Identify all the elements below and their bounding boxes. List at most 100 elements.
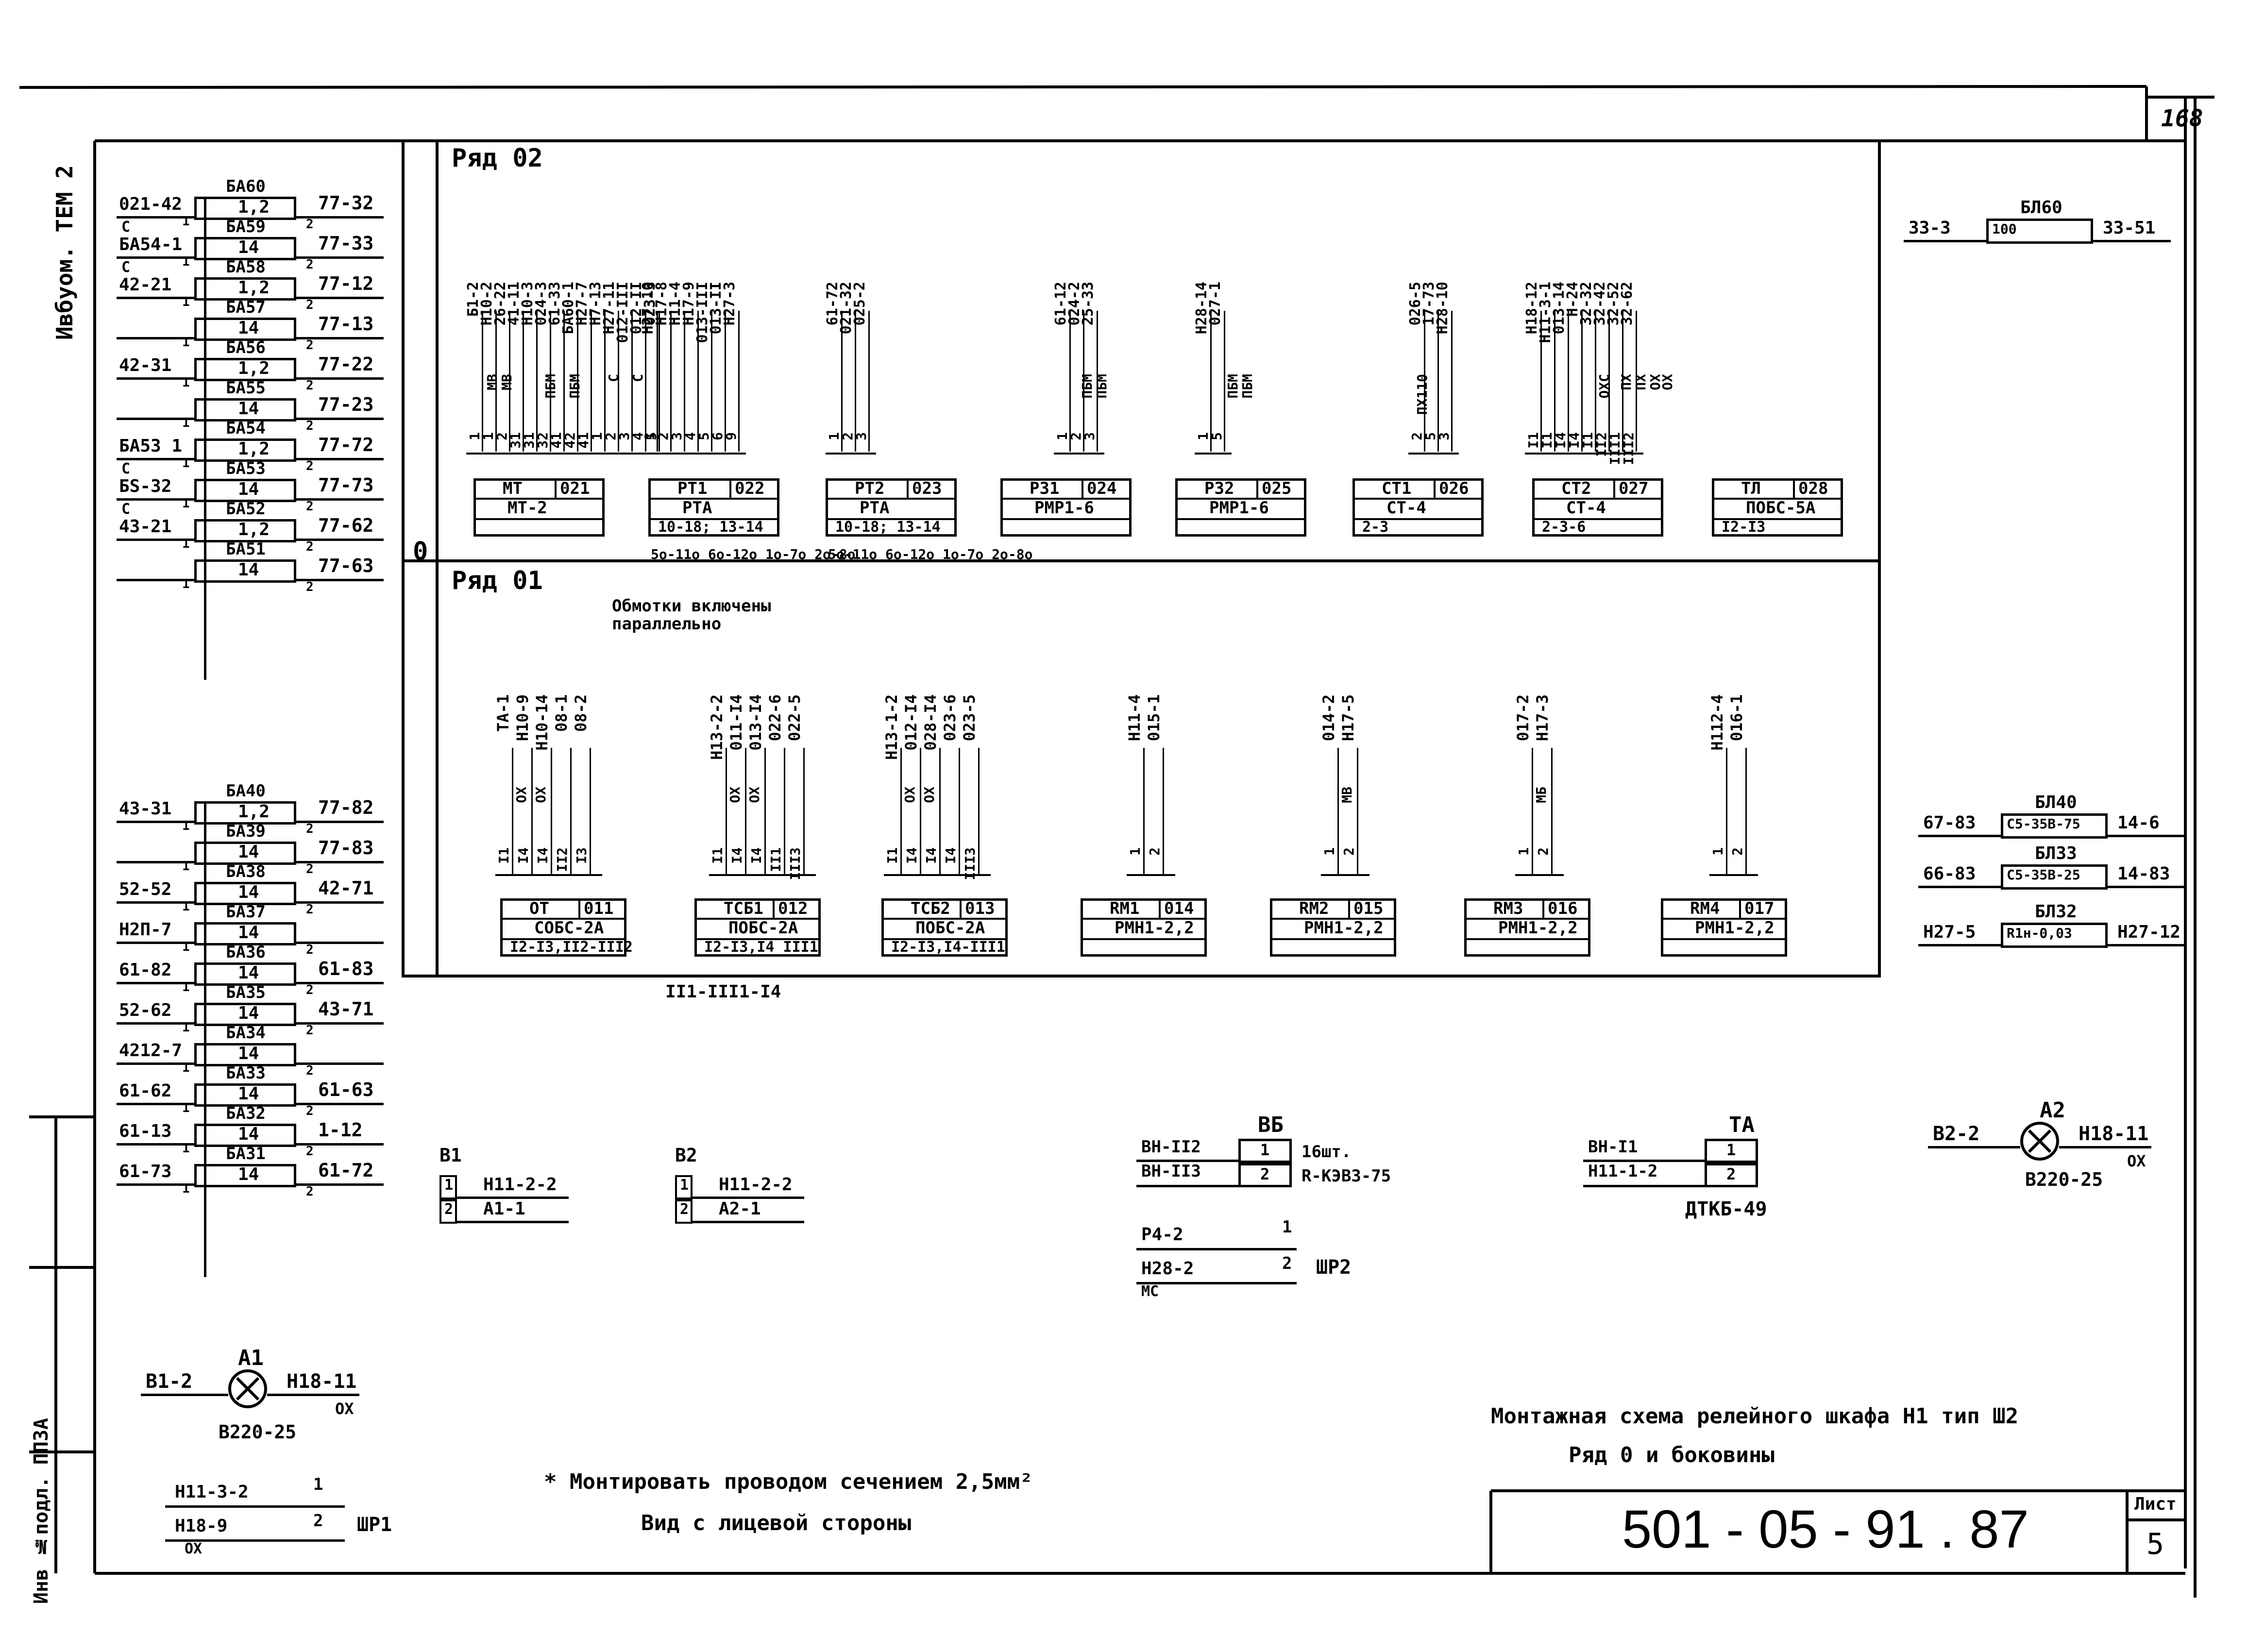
- relay-divider: [1352, 498, 1484, 500]
- b2-term2: [675, 1199, 693, 1224]
- relay-number: 014: [1164, 899, 1194, 918]
- row01-bus: [709, 874, 816, 876]
- relay-type: ПОБС-2А: [728, 918, 798, 938]
- row01-pin: 1: [1321, 847, 1337, 856]
- resistor-wire-left: 52-62: [119, 1000, 172, 1020]
- resistor-lead-left: [117, 539, 194, 541]
- resistor-body: [194, 842, 296, 865]
- relay-divider: [1081, 918, 1207, 920]
- row02-wire-line: [841, 311, 843, 452]
- pin-number: 2: [306, 459, 314, 473]
- pin-number: 1: [182, 980, 190, 995]
- resistor-body: [194, 922, 296, 945]
- row01-wire-line: [764, 748, 766, 874]
- relay-number: 027: [1619, 479, 1649, 498]
- b1-name: В1: [439, 1145, 462, 1166]
- resistor-value: 14: [238, 479, 259, 499]
- row02-wire-mark: С: [606, 374, 622, 382]
- resistor-name: БА54: [226, 419, 266, 438]
- pin-number: 1: [182, 819, 190, 833]
- row01-wire: 08-1: [552, 694, 571, 732]
- relay-type: РМР1-6: [1209, 498, 1269, 518]
- ta-lead: [1583, 1160, 1705, 1162]
- row02-pin: I4: [1553, 432, 1569, 449]
- row02-wire-line: [711, 311, 712, 452]
- terminal-number: 2: [444, 1201, 454, 1218]
- ta-wire2: Н11-1-2: [1588, 1162, 1658, 1181]
- ta-wire1: ВН-I1: [1588, 1137, 1638, 1157]
- pin-number: 1: [182, 456, 190, 471]
- vb-type: R-КЭВЗ-75: [1301, 1166, 1391, 1186]
- resistor-body: [194, 398, 296, 421]
- margin-top-label: Ивбуом. ТЕМ 2: [51, 165, 78, 340]
- relay-type: СОБС-2А: [534, 918, 604, 938]
- pin-number: 1: [182, 375, 190, 390]
- resistor-wire-right: 77-22: [318, 354, 374, 375]
- relay-number: 015: [1353, 899, 1384, 918]
- title-line-2: Ряд 0 и боковины: [1569, 1443, 1775, 1467]
- row02-wire-line: [1568, 311, 1569, 452]
- row01-pin: I4: [729, 847, 745, 864]
- row01-pin: I3: [574, 847, 590, 864]
- row01-relay: [881, 898, 1008, 957]
- b2-wire1: Н11-2-2: [719, 1175, 793, 1195]
- relay-code: Р31: [1030, 479, 1060, 498]
- row02-pin: 1: [467, 432, 483, 440]
- resistor-wire-right: 61-72: [318, 1160, 374, 1181]
- row02-pin: 5: [1209, 432, 1225, 440]
- bl60-body: [1986, 219, 2093, 244]
- row02-pin: I1: [1525, 432, 1541, 449]
- row02-pin: 6: [710, 432, 726, 440]
- row02-pin: 1: [589, 432, 605, 440]
- resistor-lead-left: [117, 901, 194, 904]
- bl40-value: С5-35В-75: [2007, 816, 2080, 832]
- resistor-lead-right: [296, 418, 384, 420]
- bl32-wire-right: Н27-12: [2117, 922, 2181, 942]
- row01-wire-line: [1726, 748, 1727, 874]
- row01-wire-line: [726, 748, 727, 874]
- resistor-name: БА55: [226, 378, 266, 398]
- row01-wire-mark: ОХ: [513, 787, 529, 803]
- relay-type: СТ-4: [1386, 498, 1426, 518]
- relay-divider: [1175, 518, 1306, 520]
- lamp-a2-name: А2: [2040, 1098, 2065, 1123]
- row02-wire-mark: ПХ: [1618, 374, 1634, 390]
- row02-pin: 5: [1422, 432, 1438, 440]
- b2-wire2: А2-1: [719, 1199, 761, 1219]
- row01-wire: 011-I4: [727, 694, 745, 751]
- lamp-a1-name: А1: [238, 1346, 264, 1370]
- pin-number: 2: [306, 338, 314, 353]
- resistor-value: 14: [238, 923, 259, 943]
- pin-number: 2: [313, 1511, 323, 1531]
- row01-wire-line: [512, 748, 513, 874]
- resistor-value: 14: [238, 1084, 259, 1104]
- resistor-body: [194, 519, 296, 542]
- row01-wire-line: [745, 748, 746, 874]
- row02-pin: 32: [535, 432, 551, 449]
- row02-wire-mark: ПБМ: [1239, 374, 1255, 399]
- resistor-lead-right: [296, 861, 384, 863]
- row02-wire-mark: ПХ: [1633, 374, 1649, 390]
- row02-wire-line: [670, 311, 672, 452]
- row01-wire: Н17-3: [1533, 694, 1552, 742]
- row01-relay: [1270, 898, 1396, 957]
- sheet-value: 5: [2147, 1527, 2164, 1561]
- b1-lead: [457, 1221, 569, 1223]
- resistor-wire-left: 021-42: [119, 194, 183, 214]
- row01-wire-line: [570, 748, 572, 874]
- row01-bus: [884, 874, 991, 876]
- row02-wire-line: [1540, 311, 1542, 452]
- resistor-lead-left: [117, 418, 194, 420]
- bl40-name: БЛ40: [2035, 792, 2077, 812]
- resistor-name: БА31: [226, 1144, 266, 1163]
- relay-divider: [1159, 898, 1161, 918]
- row01-wire: 014-2: [1319, 694, 1338, 742]
- row01-wire-line: [803, 748, 805, 874]
- relay-subtext: 2-3: [1362, 519, 1389, 536]
- row01-wire: Н13-1-2: [882, 694, 901, 760]
- row02-bus: [1408, 453, 1459, 455]
- xp2-wire2: Н28-2: [1141, 1259, 1194, 1279]
- row02-wire-line: [1554, 311, 1555, 452]
- resistor-body: [194, 559, 296, 583]
- row02-wire-line: [1581, 311, 1583, 452]
